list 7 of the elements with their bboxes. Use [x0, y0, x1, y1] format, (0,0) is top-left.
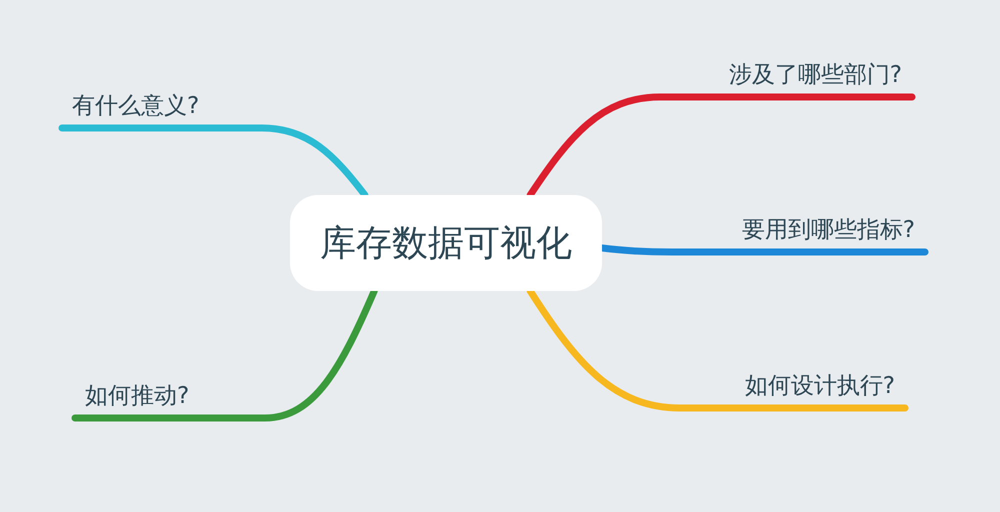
central-topic-box	[290, 195, 602, 291]
branch-text: 要用到哪些指标?	[742, 216, 915, 245]
branch-text: 如何推动?	[85, 382, 190, 411]
branch-text: 涉及了哪些部门?	[728, 61, 902, 90]
branch-text: 如何设计执行?	[744, 372, 895, 401]
topic-text: 库存数据可视化	[320, 222, 572, 266]
branch-text: 有什么意义?	[72, 92, 200, 121]
